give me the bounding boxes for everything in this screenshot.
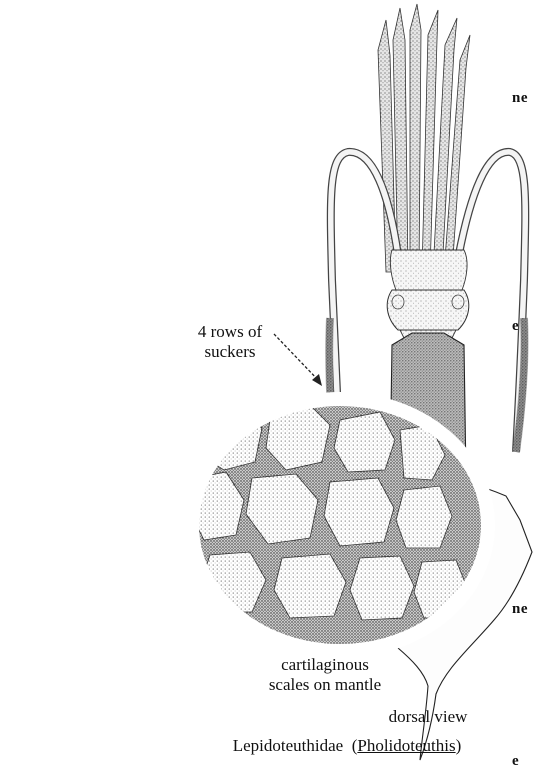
suckers-label-line1: 4 rows of [180, 322, 280, 342]
dorsal-view-caption: dorsal view [370, 707, 486, 727]
scales-caption-line2: scales on mantle [250, 675, 400, 695]
scales-caption: cartilaginous scales on mantle [250, 655, 400, 695]
suckers-label: 4 rows of suckers [180, 322, 280, 362]
suckers-label-line2: suckers [180, 342, 280, 362]
figure-title: Lepidoteuthidae (Pholidoteuthis) [182, 736, 512, 756]
scales-caption-line1: cartilaginous [250, 655, 400, 675]
arm-base [390, 250, 467, 290]
genus-name: Pholidoteuthis [357, 736, 455, 755]
mask [0, 395, 192, 655]
head [387, 290, 469, 330]
sucker-pointer-arrow [274, 334, 322, 386]
family-name: Lepidoteuthidae [233, 736, 343, 755]
